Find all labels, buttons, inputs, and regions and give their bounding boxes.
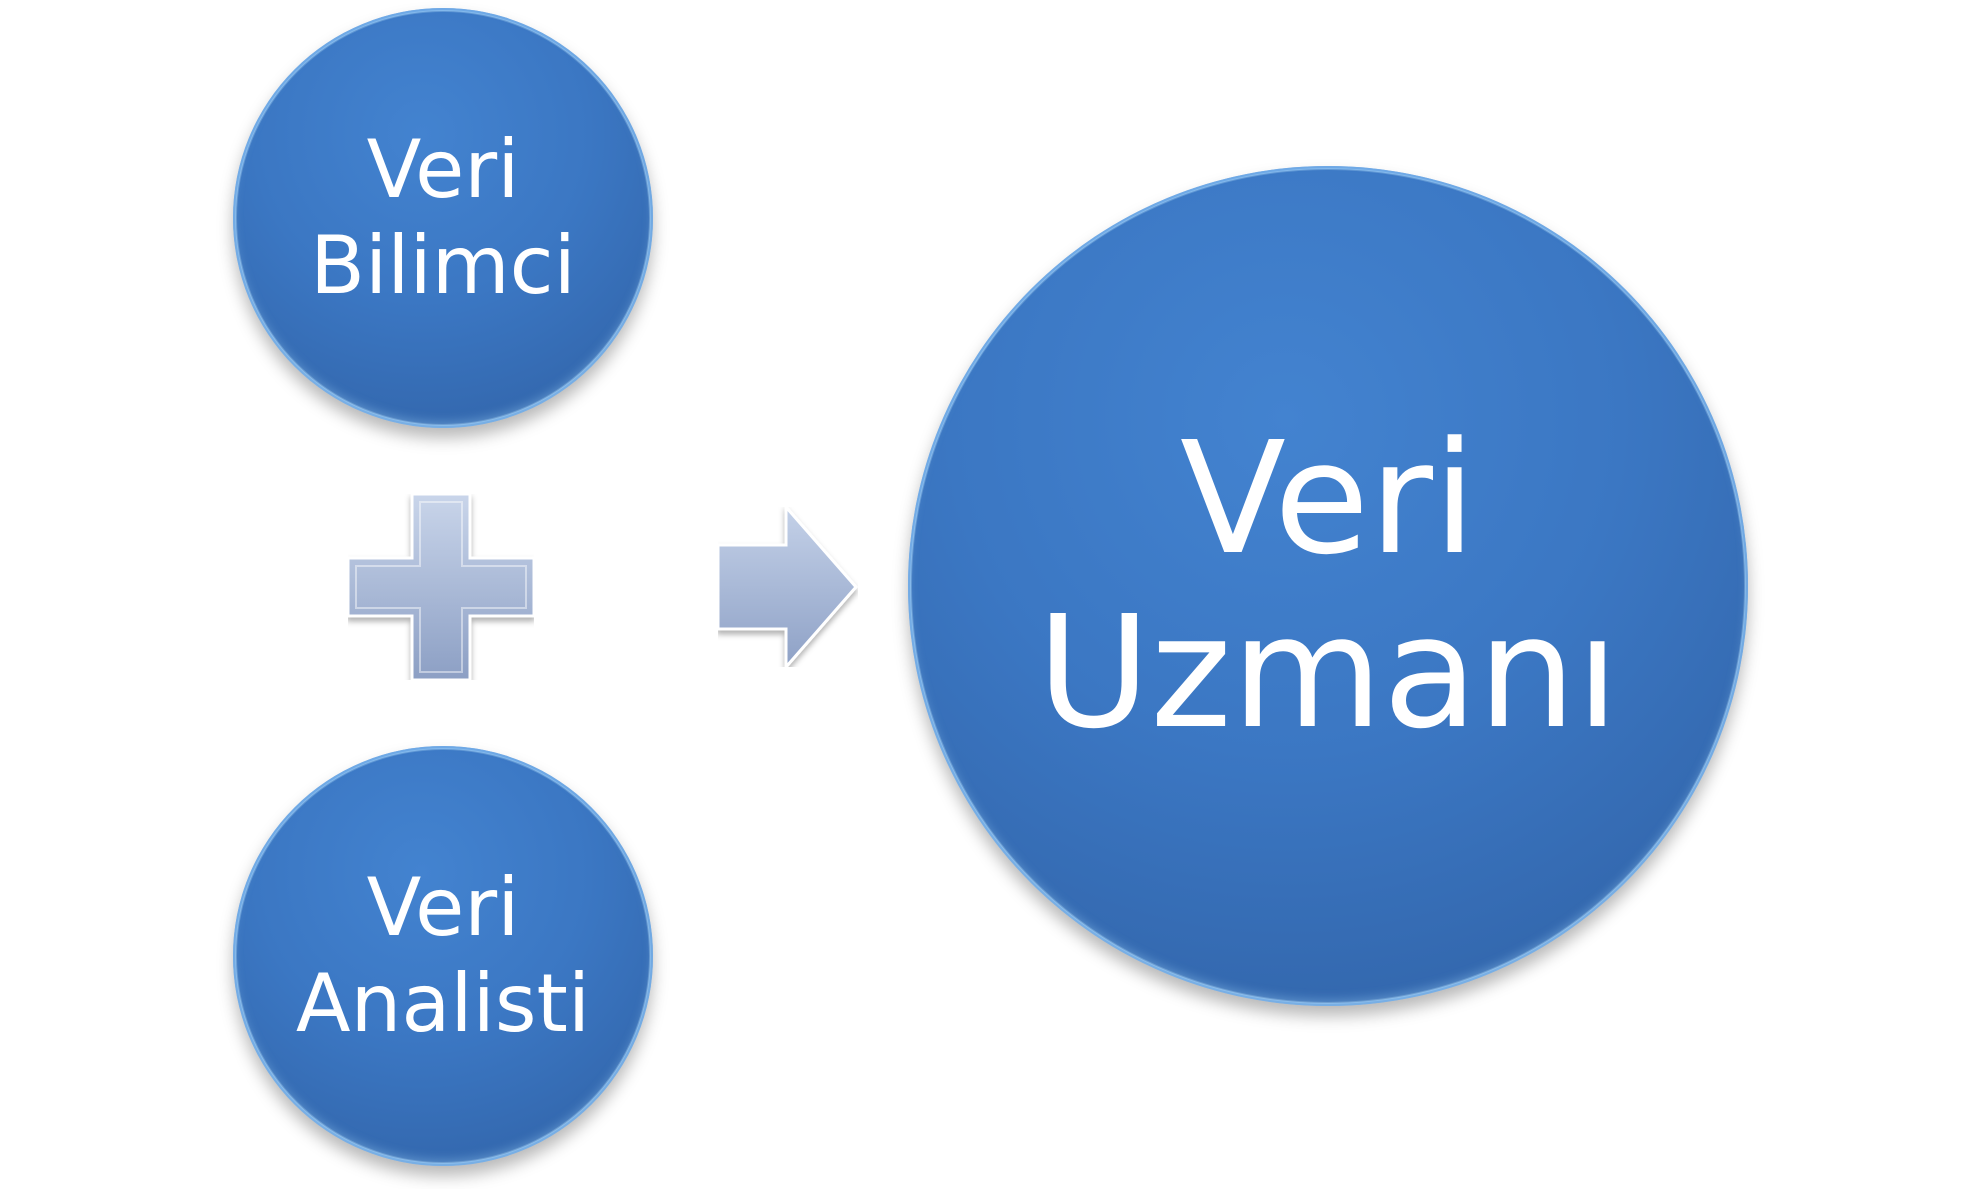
node-data-analyst: Veri Analisti [233,746,653,1166]
node-data-scientist-label: Veri Bilimci [310,122,576,314]
node-data-scientist: Veri Bilimci [233,8,653,428]
arrow-right-icon [718,507,858,667]
node-data-scientist-line1: Veri [366,123,520,216]
node-data-scientist-line2: Bilimci [310,219,576,312]
node-data-analyst-line1: Veri [366,861,520,954]
node-data-expert: Veri Uzmanı [908,166,1748,1006]
node-data-expert-label: Veri Uzmanı [1037,412,1619,759]
node-data-expert-line1: Veri [1179,408,1477,590]
node-data-analyst-label: Veri Analisti [296,860,590,1052]
node-data-analyst-line2: Analisti [295,957,591,1050]
node-data-expert-line2: Uzmanı [1036,582,1620,763]
plus-icon [348,494,534,680]
